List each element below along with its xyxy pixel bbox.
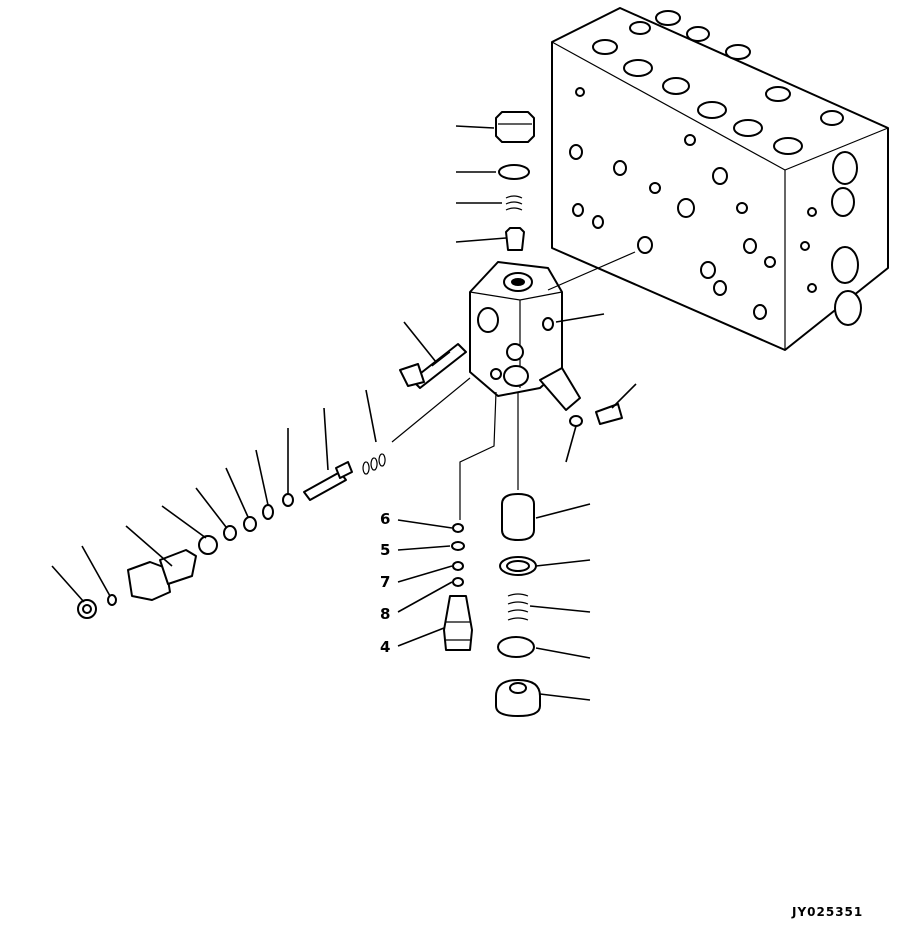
bottom-parts-stack: [495, 493, 541, 717]
leader-lines: [51, 125, 637, 701]
callout-7: 7: [380, 573, 390, 591]
mounting-bolt: [399, 343, 467, 389]
callout-6: 6: [380, 510, 390, 528]
callout-8: 8: [380, 605, 390, 623]
valve-section-body: [469, 261, 581, 411]
left-parts-stack: [77, 453, 386, 619]
assembly-guide-lines: [391, 251, 636, 520]
middle-small-parts: [443, 523, 473, 651]
plug-parts-right: [569, 403, 623, 427]
block-ports: [569, 10, 862, 326]
main-valve-block: [551, 7, 889, 351]
top-parts-stack: [495, 111, 535, 251]
callout-5: 5: [380, 541, 390, 559]
callout-4: 4: [380, 638, 390, 656]
drawing-code: JY025351: [791, 905, 863, 919]
